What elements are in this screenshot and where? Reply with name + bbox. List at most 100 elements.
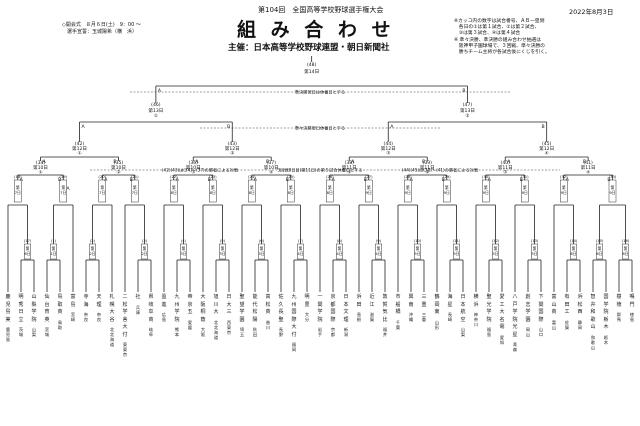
legend-line: 勝ちチーム主将が各試合後にくじを引く。 (454, 50, 550, 56)
team-name: 愛工大名電 (499, 294, 505, 330)
side-a-label: A (390, 124, 394, 130)
team-prefecture: 沖縄 (408, 312, 414, 322)
match-day-r2: 9日 (522, 190, 528, 195)
team-entry: 愛工大名電愛知 (498, 294, 506, 345)
side-b-label: B (113, 159, 116, 165)
team-entry: 日本文理新潟 (342, 294, 350, 337)
side-a-label: A (566, 177, 570, 183)
match-day-r1: 5日 (453, 251, 459, 256)
match-slot-r3: ② (425, 170, 429, 176)
team-prefecture: 宮崎 (70, 312, 76, 322)
match-day-r1: 第 (182, 246, 186, 251)
team-name: 近江 (369, 294, 375, 308)
match-day-r1: 4日 (336, 251, 342, 256)
match-number-final: (48) (307, 62, 317, 68)
match-day-r1: 第 (260, 246, 264, 251)
side-a-label: A (66, 186, 70, 192)
match-day-r1: 第 (533, 246, 537, 251)
team-prefecture: 長野 (278, 327, 284, 337)
match-day-r3: 第11日 (420, 164, 435, 171)
match-day-r2: 第 (289, 185, 293, 190)
legend-line: ③は第３試合、④は第４試合 (454, 31, 521, 37)
team-prefecture: 宮城 (44, 327, 50, 337)
team-entry: 寺海奈良 (82, 294, 90, 322)
team-prefecture: 福井 (382, 327, 388, 337)
side-b-label: B (227, 124, 230, 130)
match-day-r1: 3日 (258, 251, 264, 256)
team-prefecture: 西東京 (226, 319, 232, 335)
team-name: 高松商 (265, 294, 271, 315)
date-label: 2022年8月3日 (569, 8, 614, 16)
team-entry: 社兵庫 (134, 294, 142, 315)
organizer-label: 主催：日本高等学校野球連盟・朝日新聞社 (228, 43, 390, 53)
team-name: 三重 (421, 294, 427, 308)
team-entry: 能代松陽秋田 (251, 294, 259, 337)
side-a-label: A (195, 159, 199, 165)
team-prefecture: 富山 (551, 319, 557, 330)
team-name: 富山商 (551, 294, 557, 315)
match-day-r1: 6日 (596, 251, 602, 256)
edition-label: 第104回 全国高等学校野球選手権大会 (258, 6, 384, 14)
team-prefecture: 鳥取 (57, 319, 63, 330)
match-number-r3: (40) (501, 160, 511, 166)
page-title: 組 み 合 わ せ (237, 19, 395, 41)
match-day-r1: 第 (52, 246, 56, 251)
team-entry: 近江滋賀 (368, 294, 376, 322)
team-entry: 京都国際京都 (329, 294, 337, 337)
team-name: 浜松西 (577, 294, 583, 315)
match-day-r1: 4日 (297, 251, 303, 256)
match-day-r2: 9日 (609, 190, 615, 195)
match-slot-sf: ② (465, 113, 469, 119)
team-name: 仙台育英 (44, 294, 50, 323)
team-entry: 明秀日立茨城 (17, 294, 25, 337)
side-a-label: A (104, 177, 108, 183)
team-prefecture: 熊本 (174, 327, 180, 337)
match-day-r1: 第 (572, 246, 576, 251)
team-entry: 仙台育英宮城 (43, 294, 51, 337)
team-name: 鳴門 (629, 294, 635, 308)
team-entry: 九州学院熊本 (173, 294, 181, 337)
side-b-label: B (542, 124, 545, 130)
match-day-r1: 第 (221, 246, 225, 251)
match-day-r2: 第 (445, 185, 449, 190)
team-prefecture: 京都 (330, 327, 336, 337)
team-entry: 浜松西静岡 (576, 294, 584, 330)
side-a-label: A (176, 177, 180, 183)
team-entry: 日大三西東京 (225, 294, 233, 335)
match-day-r1: 第 (494, 246, 498, 251)
match-slot-sf: ① (154, 113, 158, 119)
match-day-r1: 第 (338, 246, 342, 251)
side-a-label: A (507, 159, 511, 165)
team-entry: 明豊大分 (303, 294, 311, 322)
team-entry: 創志学園岡山 (524, 294, 532, 337)
team-entry: 盈進広島 (160, 294, 168, 322)
team-entry: 鳥取商鳥取 (56, 294, 64, 330)
team-entry: 樹徳群馬 (615, 294, 623, 322)
side-a-label: A (488, 177, 492, 183)
team-name: 明秀日立 (18, 294, 24, 323)
match-day-r2: 9日 (444, 190, 450, 195)
side-a-label: A (351, 159, 355, 165)
team-entry: 鶴岡東山形 (433, 294, 441, 330)
match-day-r2: 第 (16, 185, 20, 190)
team-prefecture: 神奈川 (473, 312, 479, 327)
team-entry: 八戸学院光星青森 (511, 294, 519, 352)
team-name: 創志学園 (525, 294, 531, 323)
team-name: 寺海 (83, 294, 89, 308)
team-entry: 日本航空山梨 (459, 294, 467, 337)
team-prefecture: 青森 (512, 342, 518, 352)
match-number-r3: (35) (114, 160, 124, 166)
match-slot-qf: ② (230, 151, 234, 157)
team-prefecture: 茨城 (18, 327, 24, 337)
team-name: 鶴岡東 (434, 294, 440, 315)
team-name: 海星 (447, 294, 453, 308)
match-day-r2: 9日 (483, 190, 489, 195)
team-name: 盈進 (161, 294, 167, 308)
team-entry: 九州国際大付福岡 (290, 294, 298, 352)
team-entry: 有田工佐賀 (563, 294, 571, 330)
team-name: 二松学舎大付 (122, 294, 128, 338)
team-name: 京都国際 (330, 294, 336, 323)
match-day-r2: 7日 (15, 190, 21, 195)
side-b-label: B (583, 159, 586, 165)
